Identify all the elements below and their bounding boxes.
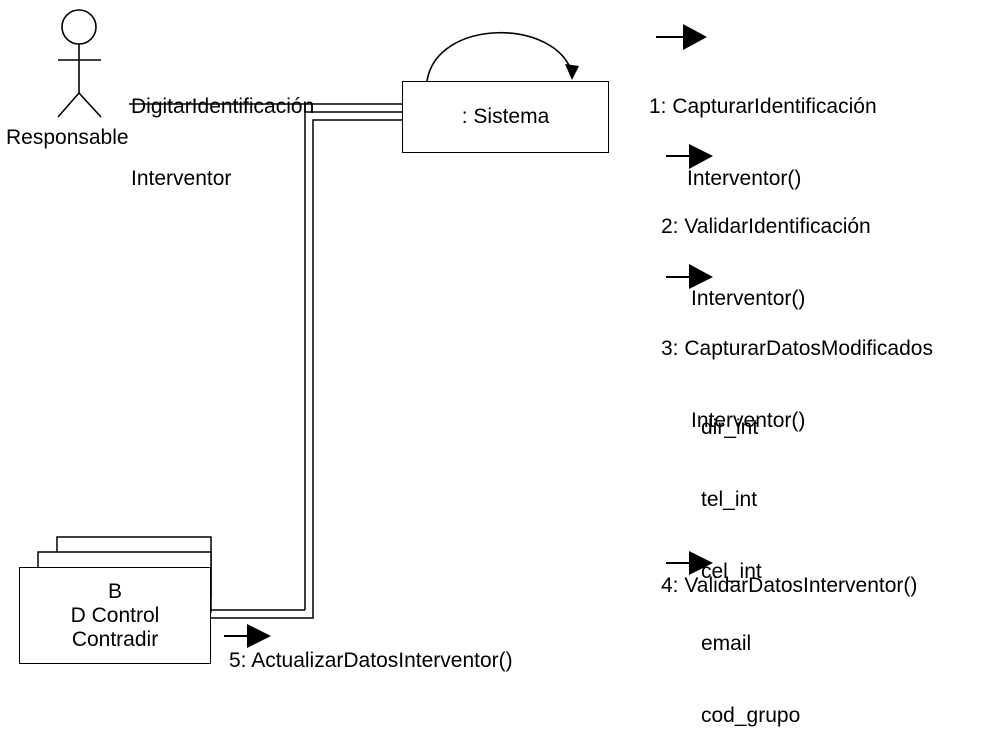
message-1-line2: Interventor() xyxy=(687,167,802,190)
message-5: 5: ActualizarDatosInterventor() xyxy=(229,649,513,672)
attribute-item: email xyxy=(701,632,752,655)
attribute-item: dir_int xyxy=(701,416,759,439)
actor-message-line2: Interventor xyxy=(131,167,232,190)
sistema-label: : Sistema xyxy=(461,105,550,128)
actor-sistema-link xyxy=(129,103,402,113)
message-2: 2: ValidarIdentificación Interventor() xyxy=(661,167,871,335)
arrow-1-icon xyxy=(656,24,707,50)
message-3-line2: Interventor() xyxy=(691,409,806,432)
message-4: 4: ValidarDatosInterventor() xyxy=(661,574,918,597)
message-3-line1: 3: CapturarDatosModificados xyxy=(661,337,933,360)
attribute-item: cod_grupo xyxy=(701,704,801,727)
self-loop-arrow xyxy=(426,31,579,82)
sistema-object: : Sistema xyxy=(402,81,609,153)
arrow-2-icon xyxy=(666,144,713,169)
message-2-line1: 2: ValidarIdentificación xyxy=(661,215,871,238)
message-1: 1: CapturarIdentificación Interventor() xyxy=(649,47,877,215)
arrow-5-icon xyxy=(224,624,271,648)
actor-label: Responsable xyxy=(6,126,129,149)
bd-label-line3: Contradir xyxy=(71,628,159,651)
actor-message-line1: DigitarIdentificación xyxy=(131,95,315,118)
actor-figure xyxy=(57,9,102,118)
sistema-bd-link xyxy=(211,112,402,619)
arrow-3-icon xyxy=(666,264,713,289)
actor-message-label: DigitarIdentificación Interventor xyxy=(131,47,314,215)
message-arrows xyxy=(224,24,713,648)
bd-label-line2: D Control xyxy=(70,604,160,627)
attribute-item: tel_int xyxy=(701,488,758,511)
message-2-line2: Interventor() xyxy=(691,287,806,310)
message-3: 3: CapturarDatosModificados Interventor(… xyxy=(661,289,933,457)
attribute-item: cel_int xyxy=(701,560,762,583)
arrow-4-icon xyxy=(666,551,713,575)
bd-label-line1: B xyxy=(107,580,122,603)
message-1-line1: 1: CapturarIdentificación xyxy=(649,95,877,118)
bd-control-object: B D Control Contradir xyxy=(19,567,211,664)
attribute-list: dir_int tel_int cel_int email cod_grupo xyxy=(701,368,800,752)
